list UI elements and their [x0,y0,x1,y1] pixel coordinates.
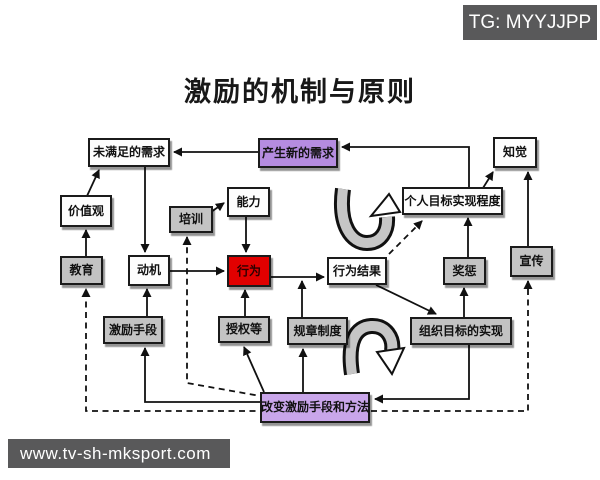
cycle-arrow-down-icon [342,318,406,377]
node-perception: 知觉 [493,137,537,168]
arrow-personalgoal-to-perception [482,171,494,189]
telegram-watermark-text: TG: MYYJJPP [468,11,592,33]
node-publicity: 宣传 [510,246,553,277]
arrow-result-to-orggoal [375,284,437,315]
arrow-result-to-personal-goal [388,220,423,255]
node-org-goal: 组织目标的实现 [410,317,512,345]
node-training: 培训 [169,206,213,233]
arrow-change-to-publicity [350,280,533,412]
node-motivation: 动机 [128,255,170,286]
node-education: 教育 [60,256,103,285]
node-reward-punish: 奖惩 [443,257,486,285]
node-change-methods: 改变激励手段和方法 [260,392,370,423]
page-title: 激励的机制与原则 [184,77,416,108]
website-watermark-bar: www.tv-sh-mksport.com [8,439,230,468]
node-new-needs: 产生新的需求 [258,138,338,168]
arrow-change-to-means [140,347,262,403]
node-authorization: 授权等 [218,316,270,343]
website-watermark-text: www.tv-sh-mksport.com [20,443,211,463]
arrow-change-to-authorization [243,346,265,393]
arrow-personalgoal-to-newneeds [341,142,470,187]
node-rules: 规章制度 [287,317,348,345]
telegram-watermark-badge: TG: MYYJJPP [463,5,597,40]
node-behavior-result: 行为结果 [327,257,387,285]
node-unmet-needs: 未满足的需求 [88,138,170,167]
node-behavior: 行为 [227,255,271,287]
arrow-orggoal-to-change [374,345,470,404]
cycle-arrow-up-icon [334,187,402,252]
arrow-values-to-unmet [86,169,100,197]
node-incentive-means: 激励手段 [103,316,163,344]
node-personal-goal: 个人目标实现程度 [402,187,503,215]
node-values: 价值观 [60,195,112,227]
node-ability: 能力 [227,187,270,217]
